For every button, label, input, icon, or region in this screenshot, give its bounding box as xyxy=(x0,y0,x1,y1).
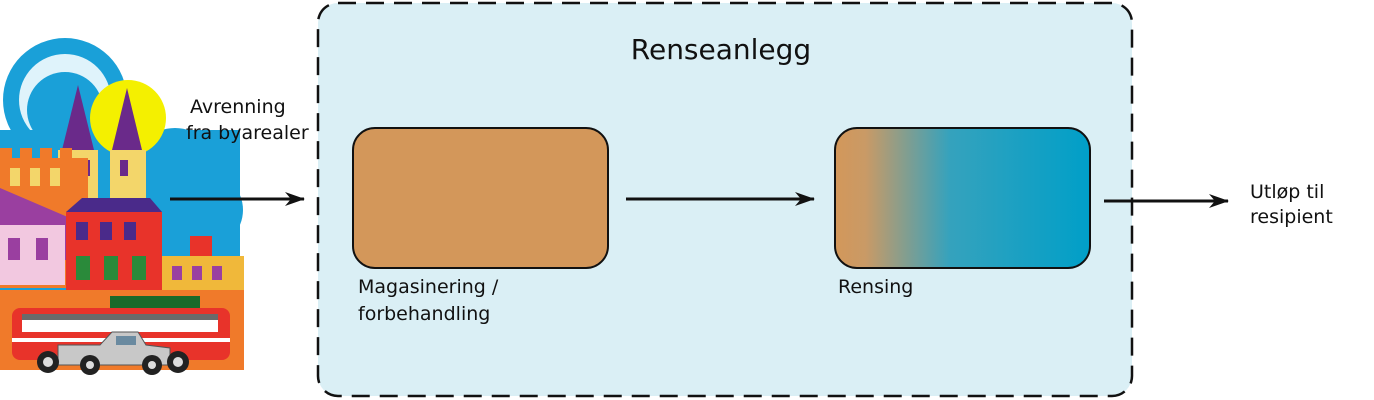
outlet-label-line1: Utløp til xyxy=(1250,181,1325,203)
plant-title: Renseanlegg xyxy=(630,33,812,66)
treatment-box xyxy=(834,127,1091,269)
storage-label-line1: Magasinering / xyxy=(358,276,499,298)
storage-box xyxy=(352,127,609,269)
outlet-label-line2: resipient xyxy=(1250,206,1333,228)
storage-label-line2: forbehandling xyxy=(358,303,491,325)
inflow-label-line1: Avrenning xyxy=(190,96,286,118)
treatment-label: Rensing xyxy=(838,276,914,298)
city-illustration-icon xyxy=(0,38,244,375)
inflow-label-line2: fra byarealer xyxy=(186,122,309,144)
